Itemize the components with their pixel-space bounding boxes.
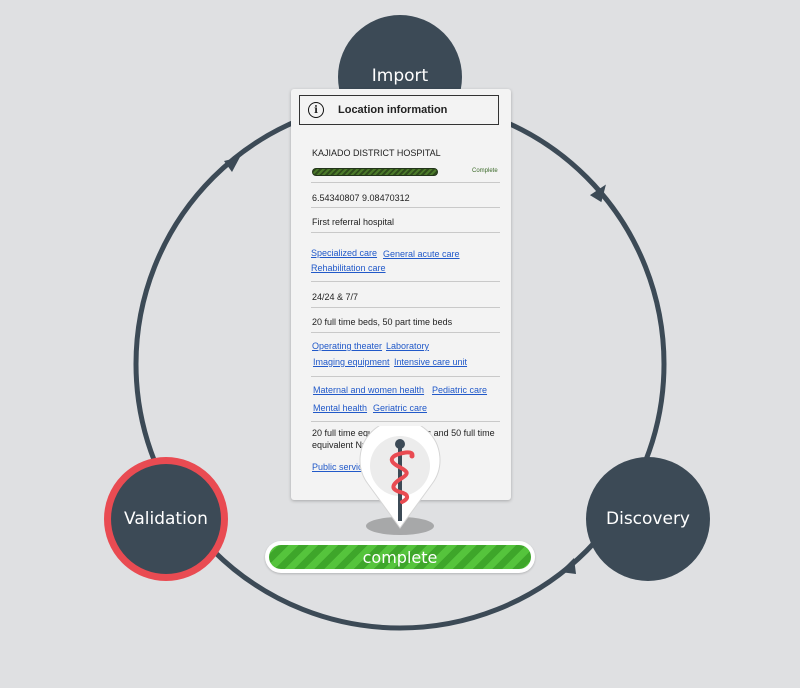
arrow-icon xyxy=(224,157,240,172)
link-specialty[interactable]: Pediatric care xyxy=(432,385,488,395)
info-icon: i xyxy=(308,102,324,118)
link-care-type[interactable]: Rehabilitation care xyxy=(311,263,386,273)
node-validation-label: Validation xyxy=(124,509,208,529)
link-specialty[interactable]: Geriatric care xyxy=(373,403,428,413)
bed-capacity: 20 full time beds, 50 part time beds xyxy=(312,317,453,327)
link-care-type[interactable]: General acute care xyxy=(383,249,460,259)
coordinates: 6.54340807 9.08470312 xyxy=(312,193,410,203)
divider xyxy=(311,307,500,308)
node-import-label: Import xyxy=(371,66,429,86)
link-ownership[interactable]: Public service xyxy=(312,462,368,472)
progress-label: Complete xyxy=(472,168,498,174)
divider xyxy=(311,376,500,377)
complete-status-label: complete xyxy=(362,547,438,567)
divider xyxy=(311,232,500,233)
link-service[interactable]: Operating theater xyxy=(312,341,383,351)
complete-status-bar: complete xyxy=(265,541,535,573)
facility-name: KAJIADO DISTRICT HOSPITAL xyxy=(312,148,441,158)
divider xyxy=(311,332,500,333)
arrow-icon xyxy=(589,184,606,203)
card-header: i Location information xyxy=(299,95,499,125)
divider xyxy=(311,421,500,422)
opening-hours: 24/24 & 7/7 xyxy=(312,292,359,302)
caduceus-icon xyxy=(389,439,415,521)
divider xyxy=(311,281,500,282)
link-specialty[interactable]: Maternal and women health xyxy=(313,385,425,395)
divider xyxy=(311,207,500,208)
facility-type: First referral hospital xyxy=(312,217,395,227)
card-title: Location information xyxy=(338,104,448,116)
link-care-type[interactable]: Specialized care xyxy=(311,248,378,258)
complete-status-fill: complete xyxy=(269,545,531,569)
node-discovery[interactable]: Discovery xyxy=(586,457,710,581)
link-service[interactable]: Intensive care unit xyxy=(394,357,468,367)
progress-bar xyxy=(312,168,438,176)
staff-line-2: equivalent Nurses xyxy=(312,440,385,450)
link-service[interactable]: Laboratory xyxy=(386,341,430,351)
node-discovery-label: Discovery xyxy=(606,509,690,529)
node-validation[interactable]: Validation xyxy=(104,457,228,581)
link-specialty[interactable]: Mental health xyxy=(313,403,368,413)
divider xyxy=(311,182,500,183)
arrow-icon xyxy=(560,558,576,574)
link-service[interactable]: Imaging equipment xyxy=(313,357,390,367)
map-marker[interactable] xyxy=(358,426,442,538)
